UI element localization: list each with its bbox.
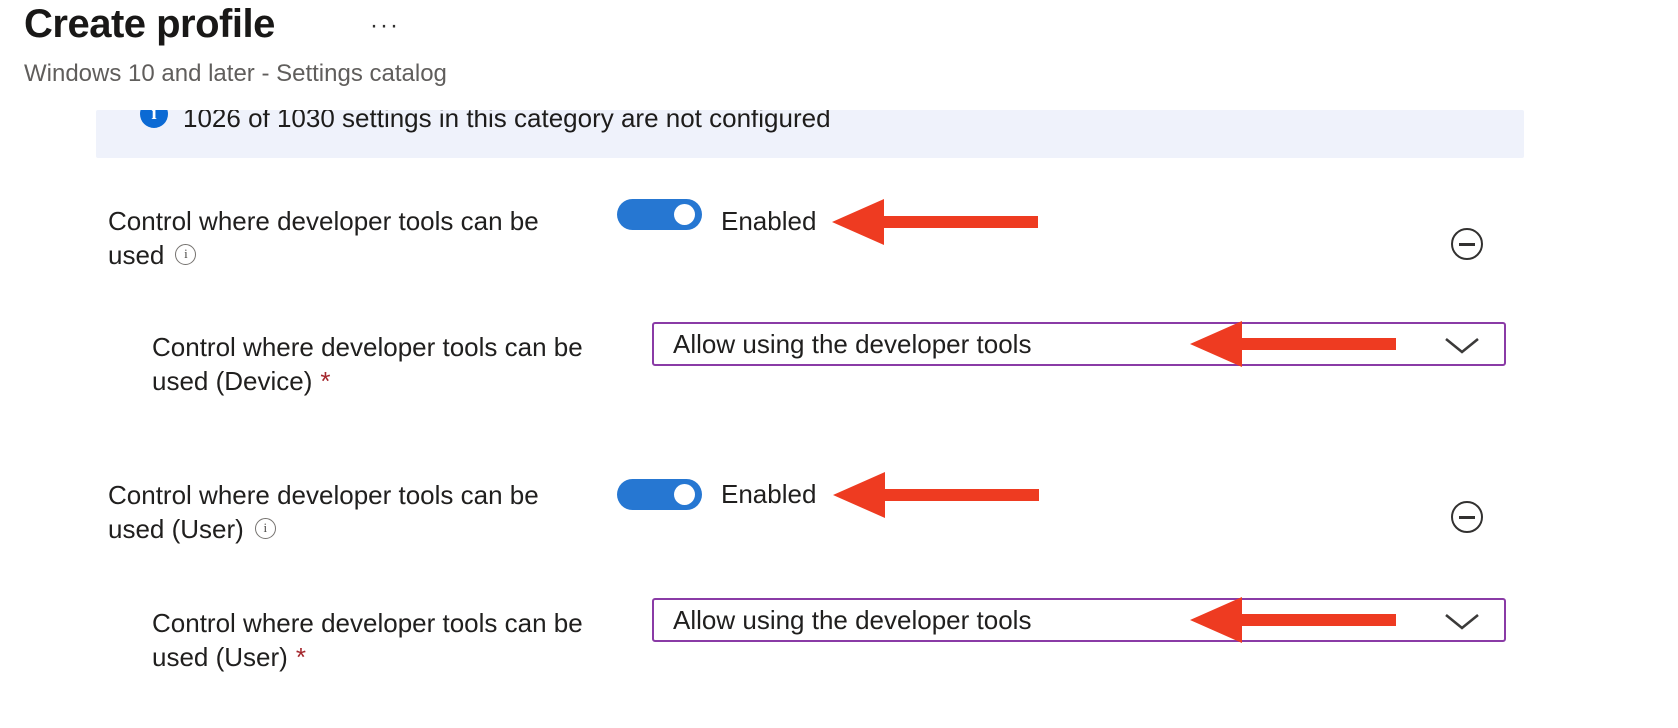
devtools-user-dropdown[interactable]: Allow using the developer tools — [652, 598, 1506, 642]
toggle-state-label: Enabled — [721, 479, 817, 509]
setting-label-line2: used — [108, 238, 539, 272]
chevron-down-icon — [1445, 613, 1479, 630]
setting-label-devtools: Control where developer tools can be use… — [108, 204, 539, 272]
chevron-down-icon — [1445, 337, 1479, 354]
setting-label-devtools-user: Control where developer tools can be use… — [108, 478, 539, 546]
devtools-device-dropdown[interactable]: Allow using the developer tools — [652, 322, 1506, 366]
setting-label-line2: used (User) — [108, 512, 539, 546]
tooltip-info-icon[interactable] — [175, 244, 197, 265]
required-asterisk: * — [295, 642, 306, 672]
setting-label-line1: Control where developer tools can be — [152, 332, 583, 362]
more-menu-button[interactable]: ··· — [370, 12, 400, 39]
setting-label-line1: Control where developer tools can be — [108, 480, 539, 510]
dropdown-selected-value: Allow using the developer tools — [673, 329, 1032, 359]
setting-label-devtools-device: Control where developer tools can be use… — [152, 330, 583, 398]
setting-label-line2: used (User)* — [152, 642, 306, 672]
info-banner: 1026 of 1030 settings in this category a… — [96, 110, 1524, 158]
minus-icon — [1459, 516, 1475, 519]
devtools-toggle[interactable] — [617, 199, 702, 230]
page-title: Create profile — [24, 2, 275, 46]
setting-label-devtools-user-dd: Control where developer tools can be use… — [152, 606, 583, 674]
setting-label-line1: Control where developer tools can be — [108, 206, 539, 236]
page-subtitle: Windows 10 and later - Settings catalog — [24, 60, 447, 87]
toggle-knob — [674, 484, 695, 505]
required-asterisk: * — [320, 366, 331, 396]
setting-label-line1: Control where developer tools can be — [152, 608, 583, 638]
minus-icon — [1459, 243, 1475, 246]
remove-setting-button[interactable] — [1451, 501, 1483, 533]
toggle-knob — [674, 204, 695, 225]
info-icon — [140, 110, 168, 128]
dropdown-selected-value: Allow using the developer tools — [673, 605, 1032, 635]
remove-setting-button[interactable] — [1451, 228, 1483, 260]
tooltip-info-icon[interactable] — [254, 518, 276, 539]
info-banner-text: 1026 of 1030 settings in this category a… — [183, 110, 831, 133]
red-arrow-annotation — [833, 472, 1039, 518]
devtools-user-toggle[interactable] — [617, 479, 702, 510]
toggle-state-label: Enabled — [721, 206, 817, 236]
red-arrow-annotation — [832, 199, 1038, 245]
setting-label-line2: used (Device)* — [152, 366, 331, 396]
